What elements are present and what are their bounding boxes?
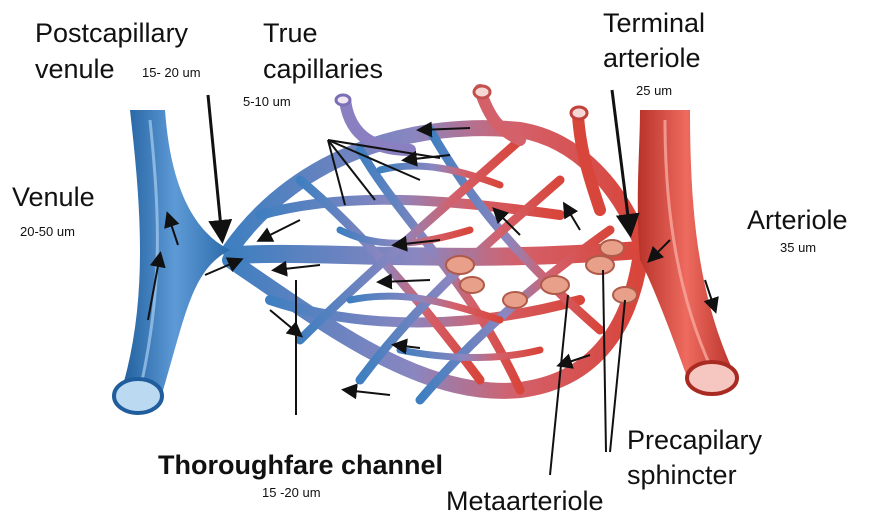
- precapillary-sphincter-label: Precapilary: [627, 427, 762, 454]
- thoroughfare-channel-size: 15 -20 um: [262, 486, 321, 499]
- true-capillaries-label: True: [263, 20, 318, 47]
- arteriole-label: Arteriole: [747, 207, 848, 234]
- true-capillaries-size: 5-10 um: [243, 95, 291, 108]
- postcapillary-label-line2: venule: [35, 56, 115, 83]
- true-capillaries-label-line2: capillaries: [263, 56, 383, 83]
- postcapillary-label: Postcapillary: [35, 20, 188, 47]
- terminal-arteriole-label-line2: arteriole: [603, 45, 701, 72]
- capillary-network: [230, 90, 640, 400]
- thoroughfare-channel-label: Thoroughfare channel: [158, 452, 443, 479]
- venule-size: 20-50 um: [20, 225, 75, 238]
- terminal-arteriole-size: 25 um: [636, 84, 672, 97]
- venule-label: Venule: [12, 184, 95, 211]
- arteriole-size: 35 um: [780, 241, 816, 254]
- arteriole-vessel: [638, 110, 737, 394]
- postcapillary-size: 15- 20 um: [142, 66, 201, 79]
- terminal-arteriole-label: Terminal: [603, 10, 705, 37]
- precapillary-sphincter-label-line2: sphincter: [627, 462, 737, 489]
